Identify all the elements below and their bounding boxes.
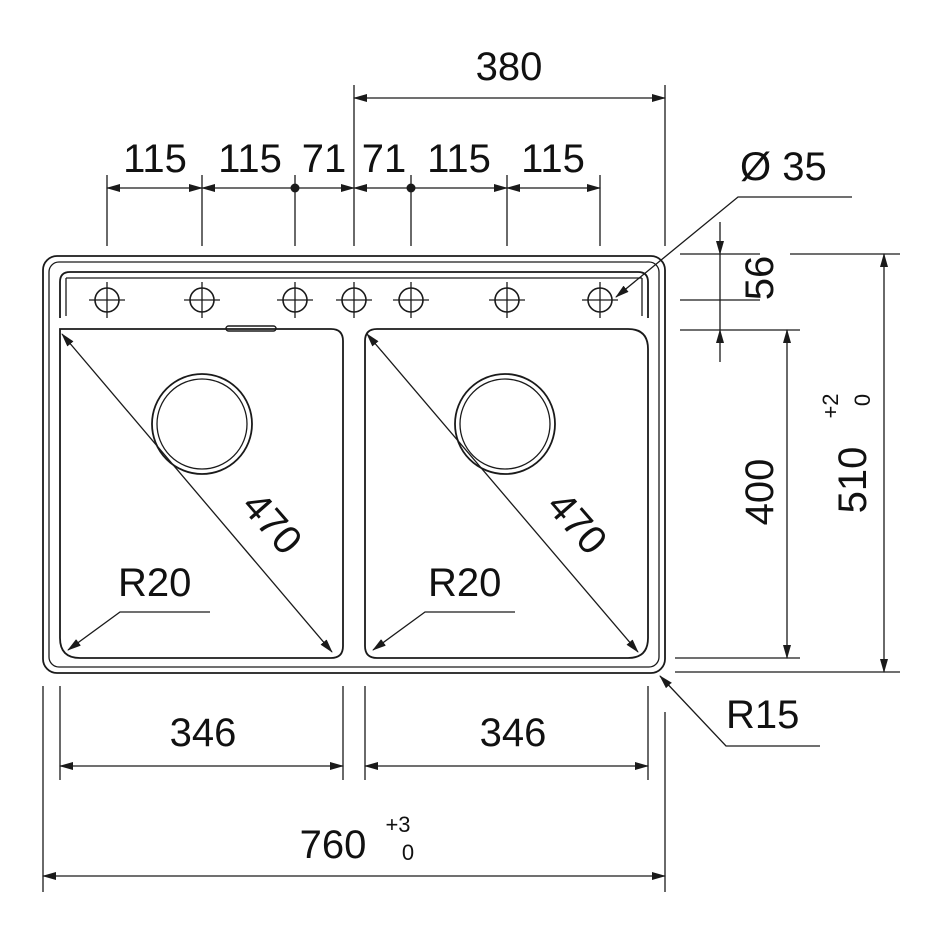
left-bowl — [59, 328, 344, 659]
dim-right-diagonal: 470 — [538, 484, 615, 563]
dim-pitch-4: 71 — [362, 137, 407, 181]
tap-hole-icon — [336, 282, 372, 318]
tap-holes — [89, 282, 618, 318]
sink-outline — [42, 255, 666, 674]
dim-400: 400 — [738, 459, 782, 526]
dim-pitch-3: 71 — [302, 137, 347, 181]
dim-510: 510 — [831, 447, 875, 514]
left-radius-leader — [67, 611, 210, 651]
tap-hole-icon — [489, 282, 525, 318]
dim-510-tol-upper: +2 — [818, 393, 843, 418]
hole-diameter-leader — [615, 196, 852, 298]
right-drain — [454, 373, 556, 475]
left-diagonal-line — [61, 333, 333, 653]
dim-56: 56 — [738, 256, 782, 301]
dim-760-tol-upper: +3 — [385, 812, 410, 837]
dim-left-r20: R20 — [118, 561, 191, 605]
dim-pitch-5: 115 — [427, 137, 491, 181]
outer-radius-leader — [659, 675, 820, 747]
tap-hole-icon — [582, 282, 618, 318]
left-drain — [151, 373, 253, 475]
tap-hole-icon — [89, 282, 125, 318]
dim-r15: R15 — [726, 693, 799, 737]
bottom-dimensions: 346 346 760 +3 0 — [42, 686, 666, 892]
tap-hole-icon — [277, 282, 313, 318]
dim-hole-diameter: Ø 35 — [740, 145, 827, 189]
right-dimensions: 56 400 510 +2 0 R15 — [659, 222, 900, 747]
right-radius-leader — [372, 611, 515, 651]
dim-left-bowl-width: 346 — [170, 711, 237, 755]
tap-deck — [59, 271, 649, 318]
dim-right-bowl-width: 346 — [480, 711, 547, 755]
tap-hole-icon — [393, 282, 429, 318]
dim-760-tol-lower: 0 — [402, 840, 414, 865]
dim-pitch-6: 115 — [521, 137, 585, 181]
sink-inner-rim — [48, 261, 660, 668]
right-diagonal-line — [366, 333, 639, 653]
dim-right-r20: R20 — [428, 561, 501, 605]
dim-760: 760 — [300, 823, 367, 867]
dim-380: 380 — [476, 45, 543, 89]
sink-outer-rim — [42, 255, 666, 674]
dim-pitch-1: 115 — [123, 137, 187, 181]
dim-510-tol-lower: 0 — [850, 394, 875, 406]
top-dimensions: 380 115 115 71 71 115 115 Ø 35 — [106, 45, 852, 298]
dim-left-diagonal: 470 — [233, 484, 310, 563]
dim-pitch-2: 115 — [218, 137, 282, 181]
right-bowl — [364, 328, 649, 659]
tap-hole-icon — [184, 282, 220, 318]
bowl-annotations: 470 470 R20 R20 — [61, 333, 639, 653]
